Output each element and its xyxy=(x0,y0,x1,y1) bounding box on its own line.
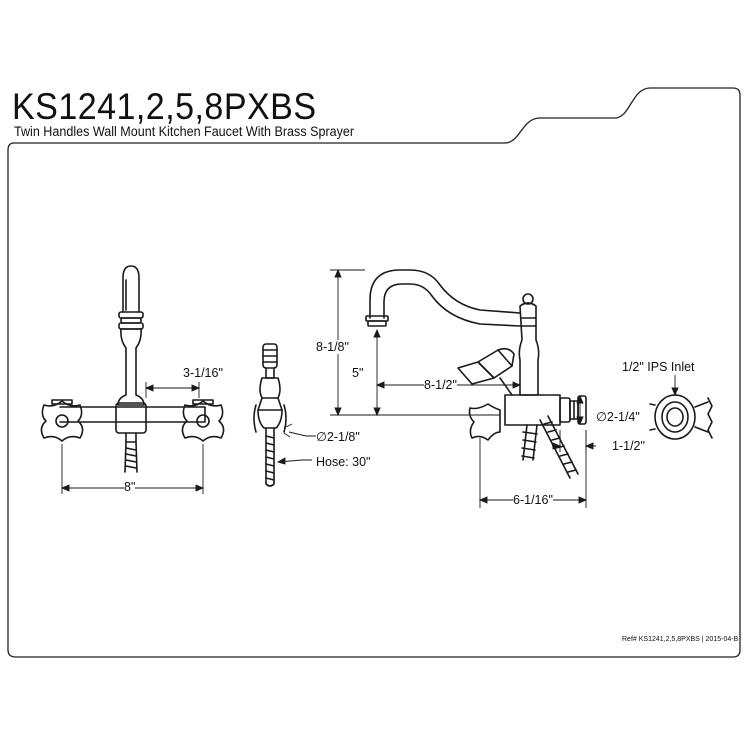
product-description: Twin Handles Wall Mount Kitchen Faucet W… xyxy=(14,124,355,139)
dim-handle-spread: 8" xyxy=(124,480,136,494)
dim-projection: 6-1/16" xyxy=(513,493,553,507)
dim-flange-depth: 1-1/2" xyxy=(612,439,645,453)
front-view-faucet xyxy=(40,265,225,473)
dim-overall-height: 8-1/8" xyxy=(316,340,349,354)
dim-spout-to-handle: 3-1/16" xyxy=(183,366,223,380)
dimension-lines xyxy=(60,268,679,508)
dim-hose-length: Hose: 30" xyxy=(316,455,371,469)
dim-inlet: 1/2" IPS Inlet xyxy=(622,360,695,374)
inlet-detail xyxy=(649,394,713,440)
dim-flange-diameter: ∅2-1/4" xyxy=(596,410,640,424)
dim-spout-height: 5" xyxy=(352,366,364,380)
sprayer-view xyxy=(253,343,287,487)
dim-spout-reach: 8-1/2" xyxy=(424,378,457,392)
reference-number: Ref# KS1241,2,5,8PXBS | 2015-04-B xyxy=(622,636,739,643)
dim-sprayer-flange: ∅2-1/8" xyxy=(316,430,360,444)
side-view-faucet xyxy=(365,269,587,479)
sheet-border xyxy=(7,87,741,658)
model-title: KS1241,2,5,8PXBS xyxy=(12,86,317,127)
